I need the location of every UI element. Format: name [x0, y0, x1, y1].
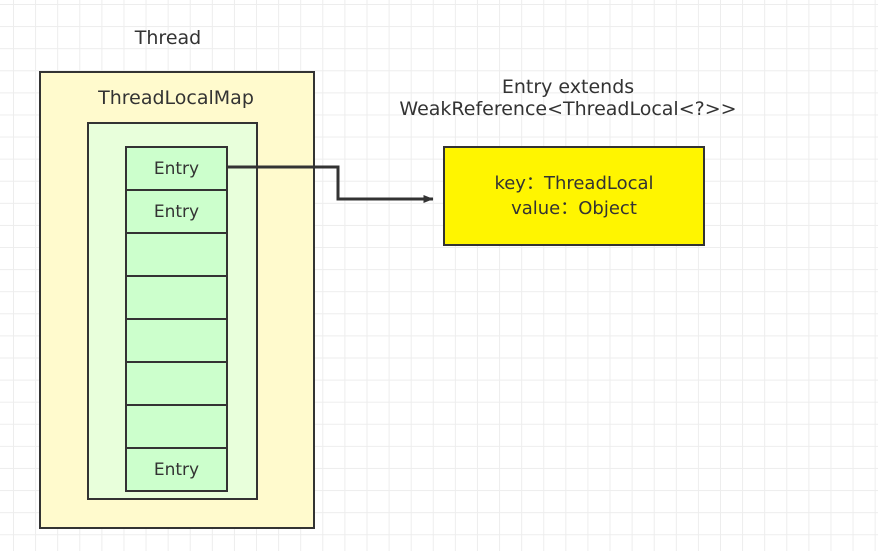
entry-cell[interactable]	[127, 406, 226, 449]
entry-cell[interactable]	[127, 363, 226, 406]
entry-cell[interactable]	[127, 234, 226, 277]
thread-label: Thread	[134, 27, 202, 49]
entry-cell[interactable]	[127, 277, 226, 320]
entry-extends-heading-line2: WeakReference<ThreadLocal<?>>	[399, 98, 737, 121]
entry-cell[interactable]: Entry	[127, 191, 226, 234]
entry-value-line: value：Object	[511, 198, 637, 219]
entry-cell[interactable]: Entry	[127, 449, 226, 490]
threadlocalmap-label: ThreadLocalMap	[98, 87, 254, 109]
entry-extends-heading-line1: Entry extends	[501, 76, 635, 98]
entry-key-line: key：ThreadLocal	[494, 172, 654, 194]
entry-cell[interactable]	[127, 320, 226, 363]
entry-table: Entry Entry Entry	[125, 146, 228, 492]
entry-cell[interactable]: Entry	[127, 148, 226, 191]
entry-detail-box: key：ThreadLocal value：Object	[443, 146, 705, 246]
